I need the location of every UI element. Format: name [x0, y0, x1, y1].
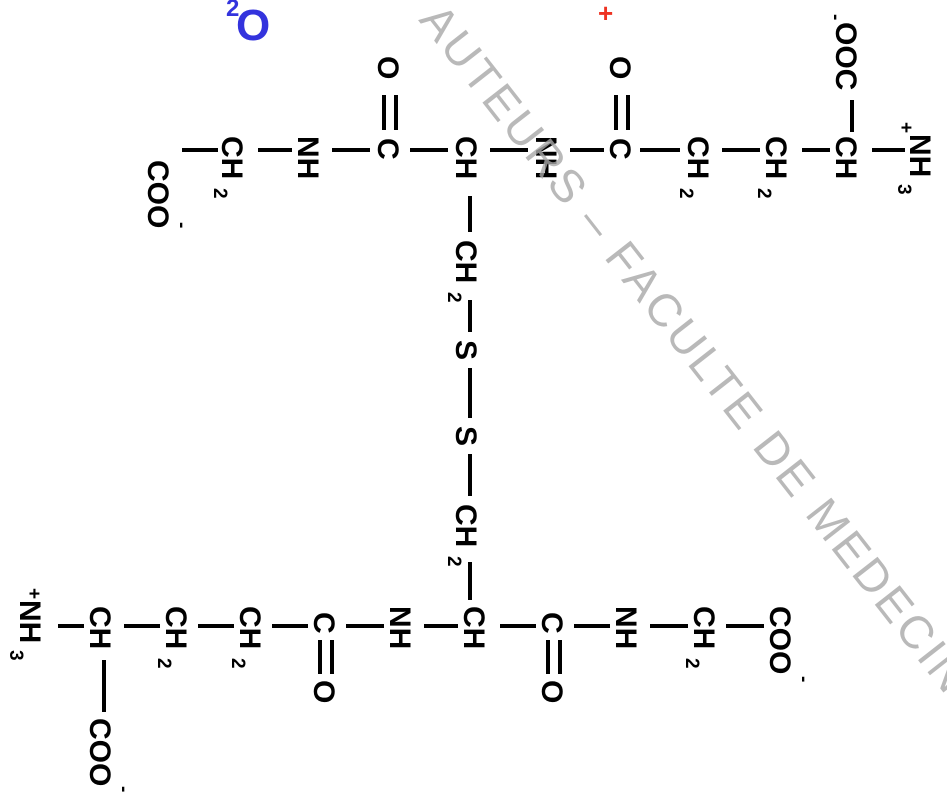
lower-carbonyl-o: O: [307, 680, 340, 703]
lower-ch2-b-text: CH: [233, 606, 266, 649]
blue-o: O: [236, 1, 270, 50]
lower-nh-left: NH: [383, 606, 416, 649]
upper-ch2-gly: CH 2: [209, 136, 248, 199]
lower-ch2-a-text: CH: [159, 606, 192, 649]
red-plus: +: [598, 0, 613, 28]
upper-chain: COO - CH 2 NH C O CH NH C O CH: [141, 14, 936, 228]
upper-nh3-group: + NH 3: [893, 122, 936, 195]
lower-ch-cys: CH: [457, 606, 490, 649]
lower-ch2-a: CH 2: [153, 606, 192, 669]
disulfide-bridge: CH 2 S S CH 2: [443, 196, 482, 600]
upper-carbonyl-c: C: [371, 138, 404, 160]
lower-coo-right-group: COO -: [763, 606, 814, 682]
bridge-ch2-top: CH 2: [443, 240, 482, 303]
upper-carbonyl-left: C O: [371, 56, 404, 160]
bridge-ch2-top-text: CH: [449, 240, 482, 283]
top-fragment-h2o: 2 O: [226, 0, 270, 50]
lower-carbonyl-c2: C: [535, 612, 568, 634]
upper-ch2-a: CH 2: [675, 136, 714, 199]
upper-ch2-a-sub: 2: [675, 188, 696, 199]
lower-nh-right: NH: [609, 606, 642, 649]
lower-ch-glu-text: CH: [83, 606, 116, 649]
lower-coo-right-charge: -: [793, 676, 814, 682]
lower-carbonyl-o2: O: [535, 680, 568, 703]
upper-carbonyl-o: O: [371, 56, 404, 79]
upper-coo-text: COO: [141, 160, 174, 228]
lower-ch2-gly-sub: 2: [681, 658, 702, 669]
bridge-ch2-top-sub: 2: [443, 292, 464, 303]
upper-coo-group: COO -: [141, 160, 192, 228]
upper-carbonyl-right: C O: [603, 56, 636, 160]
upper-ch2-b-sub: 2: [753, 188, 774, 199]
bridge-ch2-bottom-text: CH: [449, 504, 482, 547]
upper-carbonyl-o2: O: [603, 56, 636, 79]
lower-coo-bottom-charge: -: [113, 786, 134, 792]
upper-ooc-text: OOC: [829, 22, 862, 90]
lower-carbonyl-left: C O: [307, 612, 340, 703]
upper-ch-glu-text: CH: [829, 136, 862, 179]
lower-ch2-b: CH 2: [227, 606, 266, 669]
upper-nh-right: NH: [529, 136, 562, 179]
lower-coo-right-text: COO: [763, 606, 796, 674]
upper-ch2-gly-text: CH: [215, 136, 248, 179]
lower-carbonyl-right: C O: [535, 612, 568, 703]
bridge-sulfur-1: S: [449, 340, 482, 360]
upper-nh-left: NH: [291, 136, 324, 179]
lower-chain: + NH 3 CH COO - CH 2 CH 2 C O NH: [5, 588, 814, 792]
bridge-sulfur-2: S: [449, 426, 482, 446]
lower-carbonyl-c: C: [307, 612, 340, 634]
bridge-ch2-bottom: CH 2: [443, 504, 482, 567]
upper-coo-charge: -: [171, 222, 192, 228]
lower-coo-bottom-text: COO: [83, 718, 116, 786]
bridge-ch2-bottom-sub: 2: [443, 556, 464, 567]
upper-nh3-charge: +: [895, 122, 916, 133]
upper-ch2-b-text: CH: [759, 136, 792, 179]
lower-ch2-gly: CH 2: [681, 606, 720, 669]
lower-nh3-text: NH: [13, 600, 46, 643]
upper-ch-glu: CH - OOC: [825, 14, 862, 179]
upper-ch2-gly-sub: 2: [209, 188, 230, 199]
lower-ch2-b-sub: 2: [227, 658, 248, 669]
upper-nh3-sub: 3: [893, 184, 914, 195]
blue-subscript: 2: [226, 0, 239, 22]
upper-ch2-b: CH 2: [753, 136, 792, 199]
upper-ch-cys: CH: [449, 136, 482, 179]
upper-carbonyl-c2: C: [603, 138, 636, 160]
lower-nh3-charge: +: [23, 588, 44, 599]
upper-nh3-text: NH: [903, 134, 936, 177]
lower-ch2-a-sub: 2: [153, 658, 174, 669]
upper-ch2-a-text: CH: [681, 136, 714, 179]
lower-nh3-group: + NH 3: [5, 588, 46, 661]
lower-nh3-sub: 3: [5, 650, 26, 661]
upper-ooc-charge: -: [825, 14, 846, 20]
lower-ch2-gly-text: CH: [687, 606, 720, 649]
lower-ch-glu: CH COO -: [83, 606, 134, 792]
